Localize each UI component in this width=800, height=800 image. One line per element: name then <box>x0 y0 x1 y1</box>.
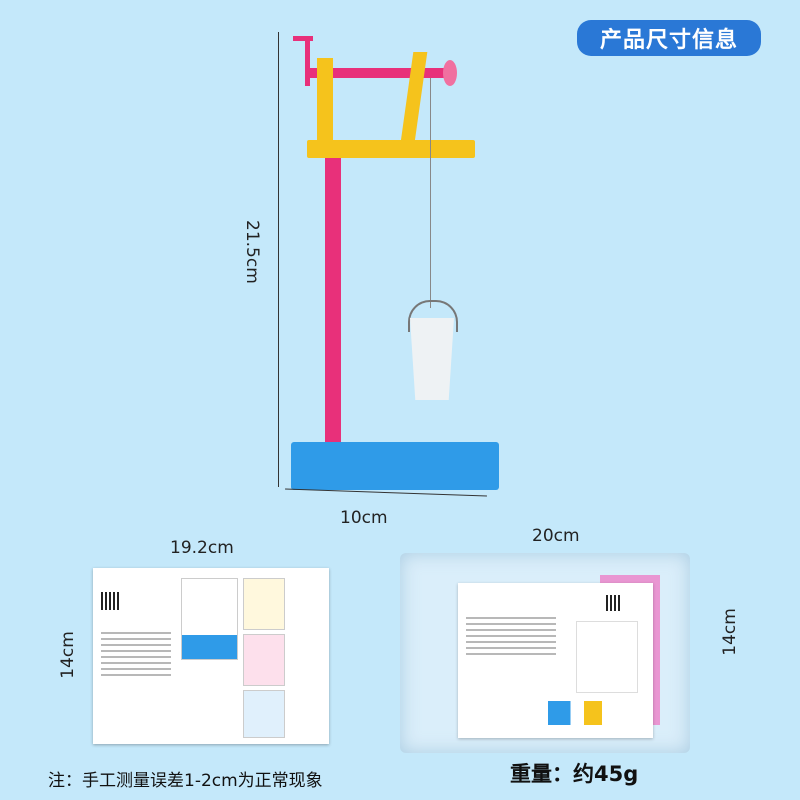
step-image-2 <box>243 578 285 630</box>
left-support <box>317 58 333 143</box>
qr-code <box>101 592 119 610</box>
model-width-label: 10cm <box>340 508 388 528</box>
text-column <box>466 613 556 659</box>
bucket-handle <box>408 300 458 332</box>
package-instruction-card <box>458 583 653 738</box>
card-width-label: 19.2cm <box>170 538 234 558</box>
pole <box>325 158 341 448</box>
step-image-3 <box>243 634 285 686</box>
package-height-label: 14cm <box>719 608 740 656</box>
well-model <box>285 30 515 500</box>
step-image-4 <box>243 690 285 738</box>
measurement-note: 注：手工测量误差1-2cm为正常现象 <box>48 771 323 791</box>
crossbar <box>307 140 475 158</box>
step-image-1 <box>181 578 238 660</box>
product-photo <box>576 621 638 693</box>
package-weight: 重量：约45g <box>510 762 639 786</box>
bucket <box>410 318 454 400</box>
text-column <box>101 628 171 680</box>
qr-code <box>606 595 622 611</box>
crank-arm <box>305 36 310 86</box>
wheel <box>443 60 457 86</box>
winch-axle <box>310 68 455 78</box>
instruction-card <box>93 568 329 744</box>
card-height-label: 14cm <box>57 631 78 679</box>
package-width-label: 20cm <box>532 526 580 546</box>
height-dimension-line <box>278 32 279 487</box>
crank-handle <box>293 36 313 41</box>
parts-strip <box>548 701 638 725</box>
rope <box>430 78 431 308</box>
model-height-label: 21.5cm <box>242 220 262 284</box>
right-support <box>400 52 428 142</box>
product-size-badge: 产品尺寸信息 <box>577 20 761 56</box>
base <box>291 442 499 490</box>
